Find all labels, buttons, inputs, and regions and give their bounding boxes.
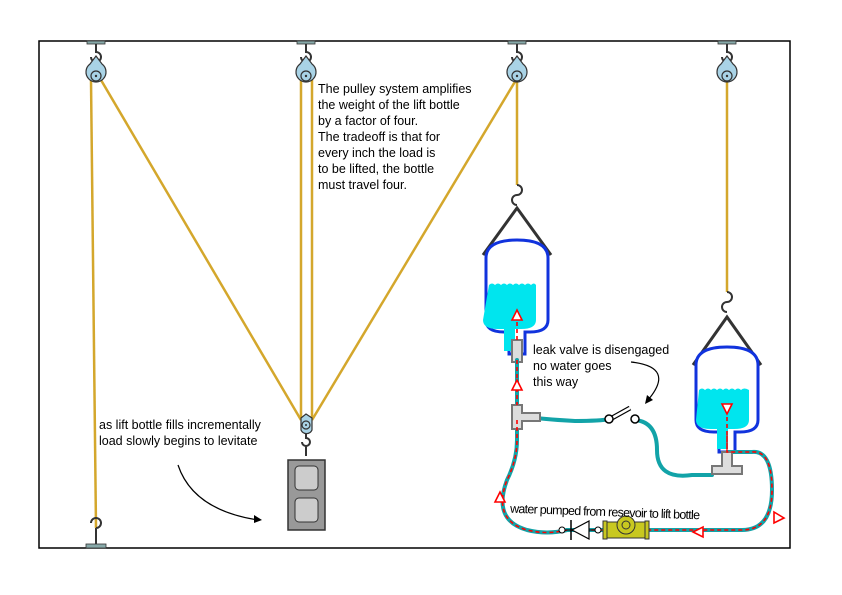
flow-arrow-icon xyxy=(493,490,507,503)
pulley-icon xyxy=(716,40,738,83)
valve-note: leak valve is disengaged no water goes t… xyxy=(533,343,673,389)
pulley-icon xyxy=(506,40,528,83)
pulley-icon xyxy=(295,40,317,83)
frame xyxy=(38,40,791,549)
pulley-icon xyxy=(85,40,107,83)
leak-valve-switch[interactable] xyxy=(604,405,640,424)
annotation-arrows xyxy=(177,361,660,523)
tee-fitting xyxy=(511,404,541,430)
flow-path xyxy=(493,308,786,539)
pump-label: water pumped from resevoir to lift bottl… xyxy=(509,502,700,523)
floor-hook-icon xyxy=(85,517,107,549)
cinder-block-load xyxy=(287,459,326,531)
pump-icon xyxy=(602,515,650,540)
flow-arrow-icon xyxy=(773,510,786,525)
flow-arrow-icon xyxy=(510,378,524,391)
flow-arrow-icon xyxy=(691,525,704,539)
tee-fitting xyxy=(711,451,743,475)
lift-bottle xyxy=(481,184,553,363)
moving-pulley-icon xyxy=(300,413,313,456)
pulley-note: The pulley system amplifies the weight o… xyxy=(318,82,475,192)
flow-arrow-icon xyxy=(720,403,734,416)
ropes xyxy=(89,79,729,529)
ceiling-pulleys xyxy=(85,40,738,83)
levitate-note: as lift bottle fills incrementally load … xyxy=(99,418,264,448)
flow-arrow-icon xyxy=(510,308,524,321)
check-valve-icon xyxy=(558,520,602,540)
reservoir-bottle xyxy=(691,291,763,454)
